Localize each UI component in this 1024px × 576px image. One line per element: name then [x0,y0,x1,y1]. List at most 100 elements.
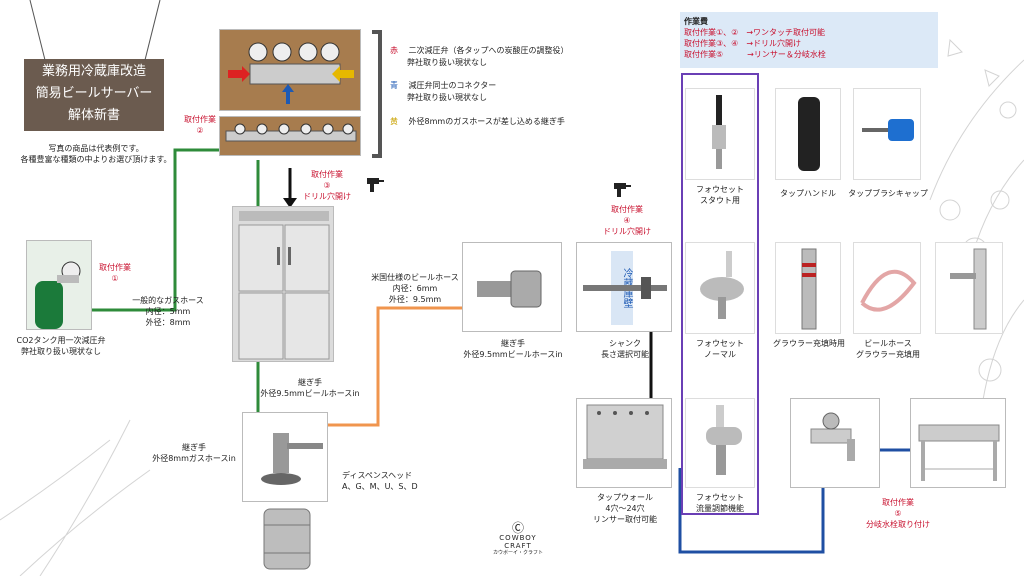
co2-sub: 弊社取り扱い現状なし [21,347,101,356]
us-hose-title: 米国仕様のビールホース [371,273,459,282]
works-title: 作業費 [684,17,708,26]
tap-wall-title: タップウォール [597,493,653,502]
legend-red: 赤 二次減圧弁（各タップへの炭酸圧の調整役） [390,45,569,56]
tap-wall-label: タップウォール 4穴〜24穴 リンサー取付可能 [580,492,670,525]
beer-hose-title: ビールホース [864,339,912,348]
title-line-1: 業務用冷蔵庫改造 [41,64,146,79]
keg-image [262,505,312,571]
work-5-num: ⑤ [894,509,902,518]
legend-yellow-text: 外径8mmのガスホースが差し込める継ぎ手 [408,117,565,126]
work-5-text: 取付作業 [882,498,914,507]
legend-red-key: 赤 [390,46,398,55]
normal-faucet-photo [685,242,755,334]
tap-wall-sub-2: リンサー取付可能 [593,515,657,524]
drill-icon [612,180,632,198]
growler-filler-title: グラウラー充填時用 [773,339,845,348]
joint-label-1: 継ぎ手 外径9.5mmビールホースin [448,338,578,360]
works-row-1: 取付作業①、② →ワンタッチ取付可能 [684,28,826,37]
tap-handle-label: タップハンドル [766,188,850,199]
flow-faucet-label: フォウセット 流量調節機能 [682,492,758,514]
joint-label-3: 継ぎ手 外径8mmガスホースin [148,442,240,464]
work-3-text: 取付作業 [311,170,343,179]
beer-hose-photo [853,242,921,334]
normal-faucet-title: フォウセット [696,339,744,348]
work-label-3: 取付作業 ③ ドリル穴開け [292,169,362,202]
work-label-1: 取付作業 ① [90,262,140,284]
tap-brush-cap-photo [853,88,921,180]
work-label-4: 取付作業 ④ ドリル穴開け [592,204,662,237]
joint-1-sub: 外径9.5mmビールホースin [463,350,563,359]
legend-blue-text: 減圧弁同士のコネクター [408,81,497,90]
logo-line-2: CRAFT [504,542,532,550]
stout-faucet-photo [685,88,755,180]
work-2-text: 取付作業 [184,115,216,124]
legend-yellow: 黄 外径8mmのガスホースが差し込める継ぎ手 [390,116,565,127]
work-label-5: 取付作業 ⑤ 分岐水栓取り付け [858,497,938,530]
us-hose-inner: 内径：6mm [392,284,438,293]
stout-faucet-label: フォウセット スタウト用 [682,184,758,206]
drill-icon [365,175,385,193]
works-row-3: 取付作業⑤ →リンサー＆分岐水栓 [684,50,826,59]
manifold-photo [219,116,361,156]
gas-hose-inner: 内径：5mm [145,307,191,316]
title-line-3: 解体新書 [67,108,120,123]
gas-hose-label: 一般的なガスホース 内径：5mm 外径：8mm [118,295,218,328]
growler-filler-label: グラウラー充填時用 [764,338,854,349]
works-box: 作業費 取付作業①、② →ワンタッチ取付可能 取付作業③、④ →ドリル穴開け 取… [680,12,938,68]
legend-yellow-key: 黄 [390,117,398,126]
work-3-sub: ドリル穴開け [303,192,351,201]
growler-filler-photo [775,242,841,334]
legend-blue-sub-text: 弊社取り扱い現状なし [407,93,487,102]
joint-3-title: 継ぎ手 [182,443,206,452]
legend-blue-key: 青 [390,81,398,90]
joint-label-2: 継ぎ手 外径9.5mmビールホースin [240,377,380,399]
dispense-head-sub: A、G、M、U、S、D [342,482,418,491]
shank-sub: 長さ選択可能 [601,350,649,359]
us-hose-label: 米国仕様のビールホース 内径：6mm 外径：9.5mm [360,272,470,305]
tap-brush-cap-label: タップブラシキャップ [838,188,938,199]
title-line-2: 簡易ビールサーバー [35,86,153,101]
joint-2-sub: 外径9.5mmビールホースin [260,389,360,398]
joint-3-sub: 外径8mmガスホースin [152,454,236,463]
co2-label: CO2タンク用一次減圧弁 弊社取り扱い現状なし [6,335,116,357]
stout-faucet-sub: スタウト用 [700,196,740,205]
note-line-1: 写真の商品は代表例です。 [48,144,144,153]
work-4-num: ④ [623,216,631,225]
legend-red-sub-text: 弊社取り扱い現状なし [407,58,487,67]
works-row-2: 取付作業③、④ →ドリル穴開け [684,39,802,48]
note: 写真の商品は代表例です。 各種豊富な種類の中よりお選び頂けます。 [12,143,180,165]
shank-label: シャンク 長さ選択可能 [580,338,670,360]
flow-faucet-title: フォウセット [696,493,744,502]
logo-mark-icon: Ⓒ [511,521,524,535]
work-5-sub: 分岐水栓取り付け [866,520,930,529]
co2-title: CO2タンク用一次減圧弁 [16,336,106,345]
branch-faucet-photo [790,398,880,488]
tap-handle-photo [775,88,841,180]
logo-line-1: COWBOY [499,534,537,542]
work-3-num: ③ [323,181,331,190]
normal-faucet-sub: ノーマル [704,350,736,359]
legend-red-text: 二次減圧弁（各タップへの炭酸圧の調整役） [408,46,569,55]
legend-blue: 青 減圧弁同士のコネクター [390,80,496,91]
tap-handle-title: タップハンドル [780,189,836,198]
work-1-text: 取付作業 [99,263,131,272]
dispense-head-photo [242,412,328,502]
tap-brush-cap-title: タップブラシキャップ [848,189,928,198]
secondary-regulator-photo [219,29,361,111]
work-4-sub: ドリル穴開け [603,227,651,236]
normal-faucet-label: フォウセット ノーマル [682,338,758,360]
note-line-2: 各種豊富な種類の中よりお選び頂けます。 [20,155,172,164]
sink-photo [910,398,1006,488]
dispense-head-title: ディスペンスヘッド [342,471,413,480]
co2-regulator-photo [26,240,92,330]
beer-hose-sub: グラウラー充填用 [856,350,920,359]
shank-title: シャンク [609,339,641,348]
flow-faucet-photo [685,398,755,488]
work-1-num: ① [111,274,119,283]
shank-photo: 冷蔵庫壁 [576,242,672,332]
title-box: 業務用冷蔵庫改造 簡易ビールサーバー 解体新書 [24,59,164,131]
logo-sub: カウボーイ・クラフト [492,550,543,556]
beer-hose-label: ビールホース グラウラー充填用 [843,338,933,360]
